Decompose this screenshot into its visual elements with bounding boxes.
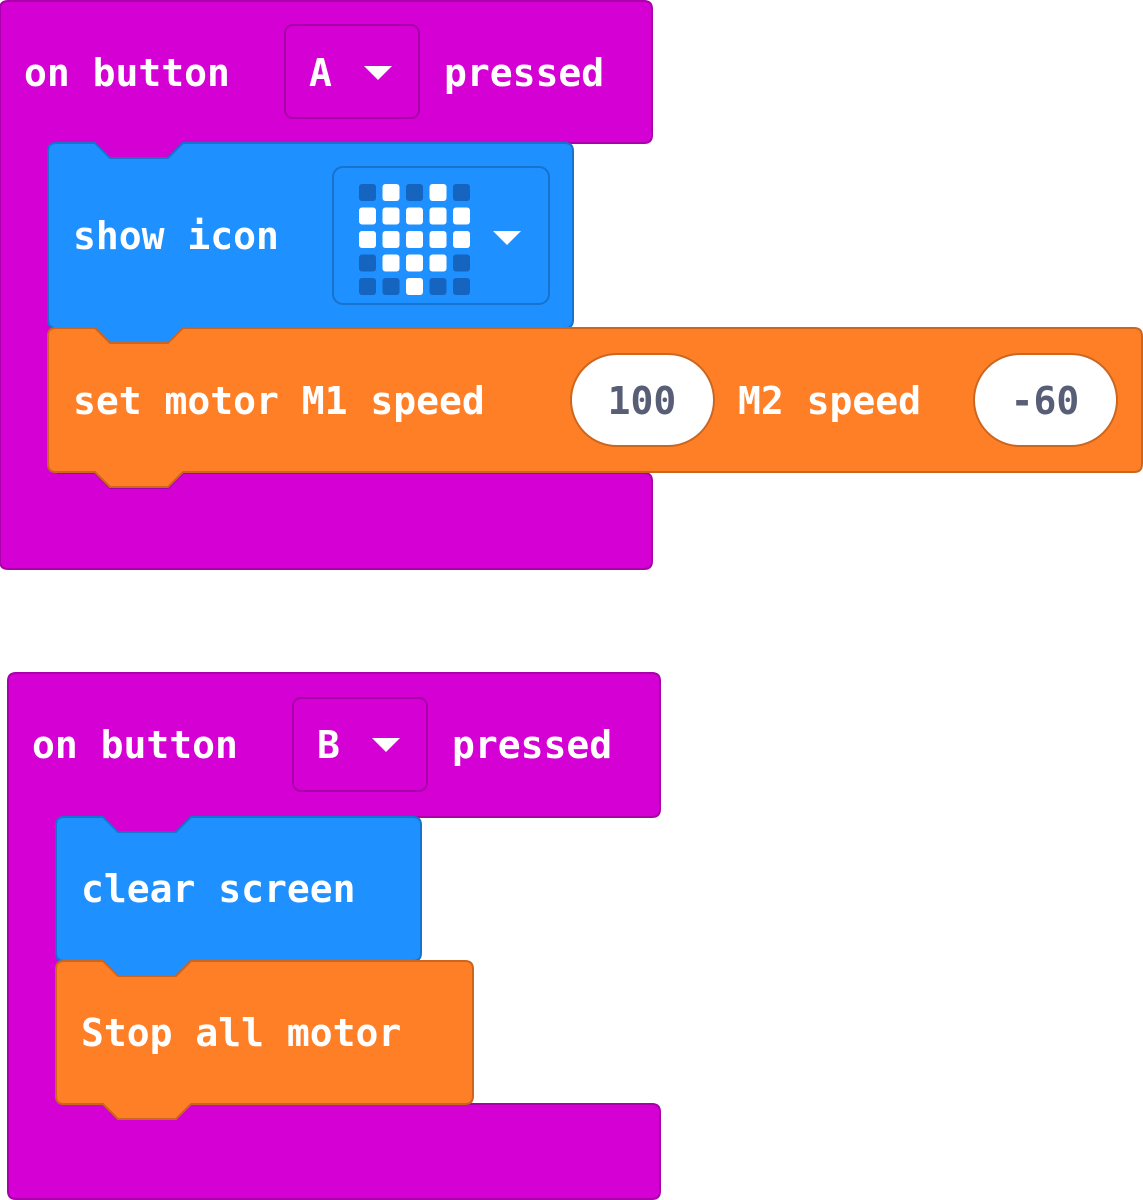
chevron-down-icon[interactable]	[493, 231, 521, 245]
chevron-down-icon[interactable]	[372, 738, 400, 752]
button-b-value: B	[317, 723, 340, 767]
m1-speed-value: 100	[608, 379, 677, 423]
led-on	[359, 231, 376, 248]
led-on	[406, 207, 423, 225]
set-motor-m2-label: M2 speed	[738, 379, 921, 423]
script-a-event-prefix: on button	[24, 51, 230, 95]
show-icon-label: show icon	[73, 214, 279, 258]
led-off	[359, 254, 376, 272]
led-off	[453, 278, 470, 295]
led-on	[429, 254, 447, 272]
led-on	[382, 231, 400, 248]
led-off	[406, 184, 423, 201]
led-off	[453, 254, 470, 272]
script-b-event-prefix: on button	[32, 723, 238, 767]
button-a-value: A	[309, 51, 332, 95]
led-off	[359, 184, 376, 201]
led-on	[429, 231, 447, 248]
button-b-dropdown[interactable]: B	[292, 697, 428, 792]
m2-speed-value: -60	[1011, 379, 1080, 423]
led-on	[429, 184, 447, 201]
button-a-dropdown[interactable]: A	[284, 24, 420, 119]
led-off	[453, 184, 470, 201]
led-on	[453, 231, 470, 248]
button-b-dropdown-field[interactable]	[292, 697, 428, 792]
chevron-down-icon[interactable]	[364, 66, 392, 80]
script-b-event-block-body[interactable]	[7, 672, 661, 1200]
button-a-dropdown-field[interactable]	[284, 24, 420, 119]
led-on	[359, 207, 376, 225]
clear-screen-label: clear screen	[81, 867, 356, 911]
led-on	[406, 278, 423, 295]
heart-icon	[359, 184, 470, 295]
icon-picker-dropdown[interactable]	[332, 166, 550, 305]
set-motor-m1-label: set motor M1 speed	[73, 379, 485, 423]
led-on	[382, 207, 400, 225]
led-off	[359, 278, 376, 295]
script-a-event-suffix: pressed	[444, 51, 604, 95]
script-b-event-suffix: pressed	[452, 723, 612, 767]
led-on	[382, 184, 400, 201]
show-icon-block[interactable]: show icon	[47, 142, 574, 344]
clear-screen-block[interactable]: clear screen	[55, 816, 422, 977]
stop-motor-label: Stop all motor	[81, 1011, 401, 1055]
m1-speed-input[interactable]	[570, 353, 715, 447]
led-on	[406, 231, 423, 248]
led-off	[382, 278, 400, 295]
m2-speed-input[interactable]	[973, 353, 1118, 447]
stop-motor-block[interactable]: Stop all motor	[55, 960, 474, 1120]
led-off	[429, 278, 447, 295]
led-on	[406, 254, 423, 272]
stop-motor-block-body[interactable]	[55, 960, 474, 1120]
led-on	[453, 207, 470, 225]
led-on	[382, 254, 400, 272]
led-on	[429, 207, 447, 225]
script-b-event-block[interactable]: on button B pressed	[7, 672, 661, 1200]
set-motor-block[interactable]: set motor M1 speed 100 M2 speed -60	[47, 327, 1143, 488]
